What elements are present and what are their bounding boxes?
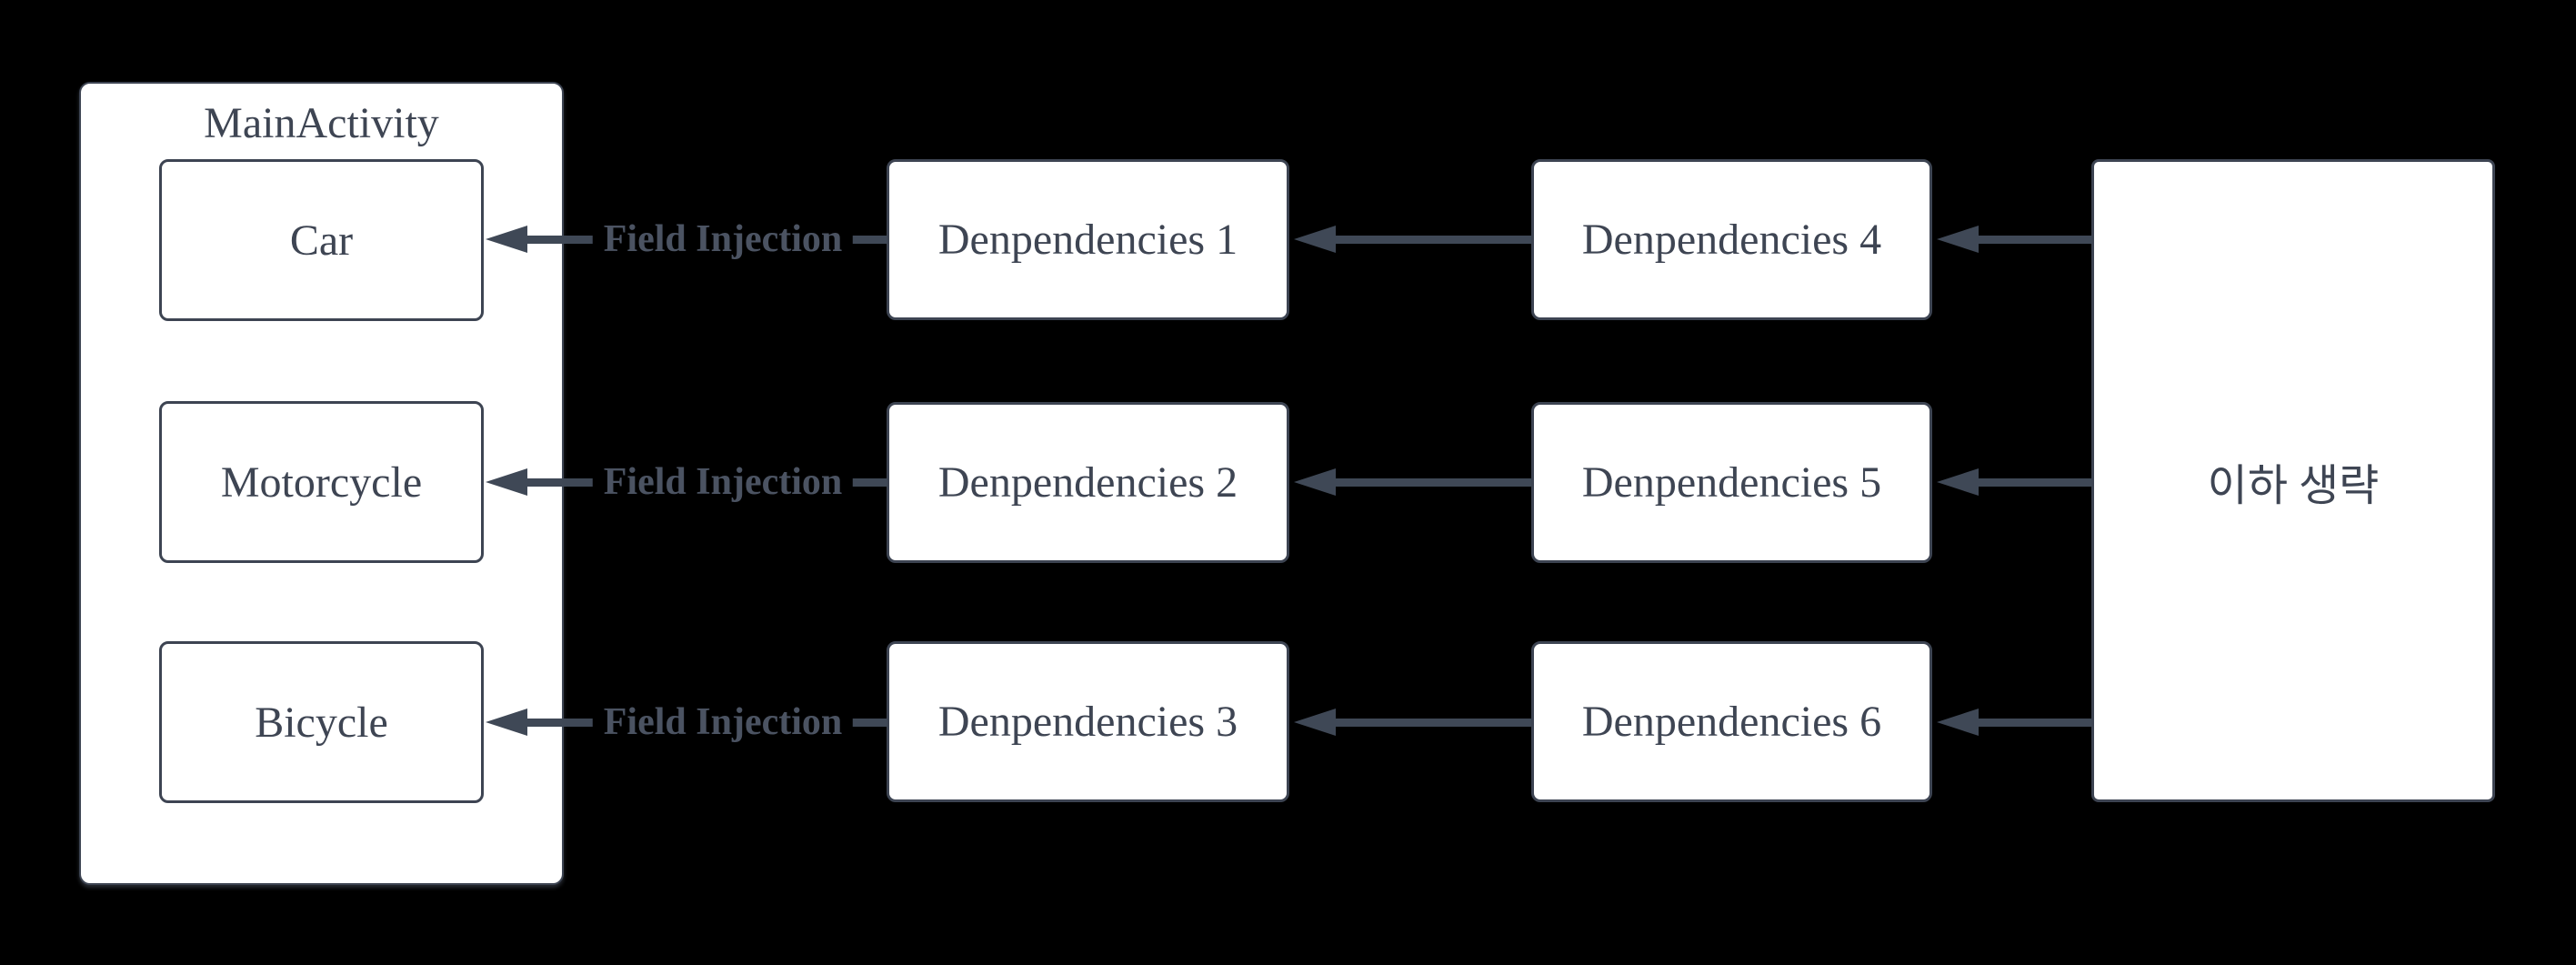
node-motorcycle-label: Motorcycle bbox=[220, 457, 423, 507]
edge-label-field-injection: Field Injection bbox=[592, 458, 854, 506]
node-dependencies-4: Denpendencies 4 bbox=[1531, 159, 1932, 320]
arrowhead-icon bbox=[1937, 226, 1979, 253]
arrowhead-icon bbox=[1937, 468, 1979, 496]
arrowhead-icon bbox=[1294, 468, 1336, 496]
node-dependencies-3: Denpendencies 3 bbox=[887, 641, 1289, 802]
arrow-line bbox=[1334, 236, 1531, 244]
node-bicycle-label: Bicycle bbox=[255, 698, 388, 747]
node-dependencies-5-label: Denpendencies 5 bbox=[1581, 458, 1882, 507]
node-dependencies-1-label: Denpendencies 1 bbox=[937, 216, 1238, 264]
node-car: Car bbox=[159, 159, 484, 321]
node-dependencies-6: Denpendencies 6 bbox=[1531, 641, 1932, 802]
arrowhead-icon bbox=[1294, 709, 1336, 736]
arrow-line bbox=[1334, 478, 1531, 487]
node-car-label: Car bbox=[289, 216, 354, 265]
arrow-line bbox=[1334, 719, 1531, 727]
arrowhead-icon bbox=[486, 226, 527, 253]
node-bicycle: Bicycle bbox=[159, 641, 484, 803]
node-dependencies-5: Denpendencies 5 bbox=[1531, 402, 1932, 563]
arrow-line bbox=[1977, 478, 2092, 487]
node-motorcycle: Motorcycle bbox=[159, 401, 484, 563]
edge-label-field-injection: Field Injection bbox=[592, 216, 854, 263]
arrow-line bbox=[1977, 719, 2092, 727]
arrowhead-icon bbox=[486, 709, 527, 736]
arrowhead-icon bbox=[1294, 226, 1336, 253]
node-dependencies-2-label: Denpendencies 2 bbox=[937, 458, 1238, 507]
node-dependencies-3-label: Denpendencies 3 bbox=[937, 698, 1238, 746]
node-dependencies-1: Denpendencies 1 bbox=[887, 159, 1289, 320]
node-dependencies-2: Denpendencies 2 bbox=[887, 402, 1289, 563]
arrowhead-icon bbox=[486, 468, 527, 496]
arrowhead-icon bbox=[1937, 709, 1979, 736]
edge-label-field-injection: Field Injection bbox=[592, 699, 854, 746]
node-omitted-label: 이하 생략 bbox=[2207, 461, 2380, 510]
node-dependencies-6-label: Denpendencies 6 bbox=[1581, 698, 1882, 746]
arrow-line bbox=[1977, 236, 2092, 244]
main-activity-title: MainActivity bbox=[204, 99, 439, 147]
node-omitted: 이하 생략 bbox=[2091, 159, 2495, 802]
node-dependencies-4-label: Denpendencies 4 bbox=[1581, 216, 1882, 264]
